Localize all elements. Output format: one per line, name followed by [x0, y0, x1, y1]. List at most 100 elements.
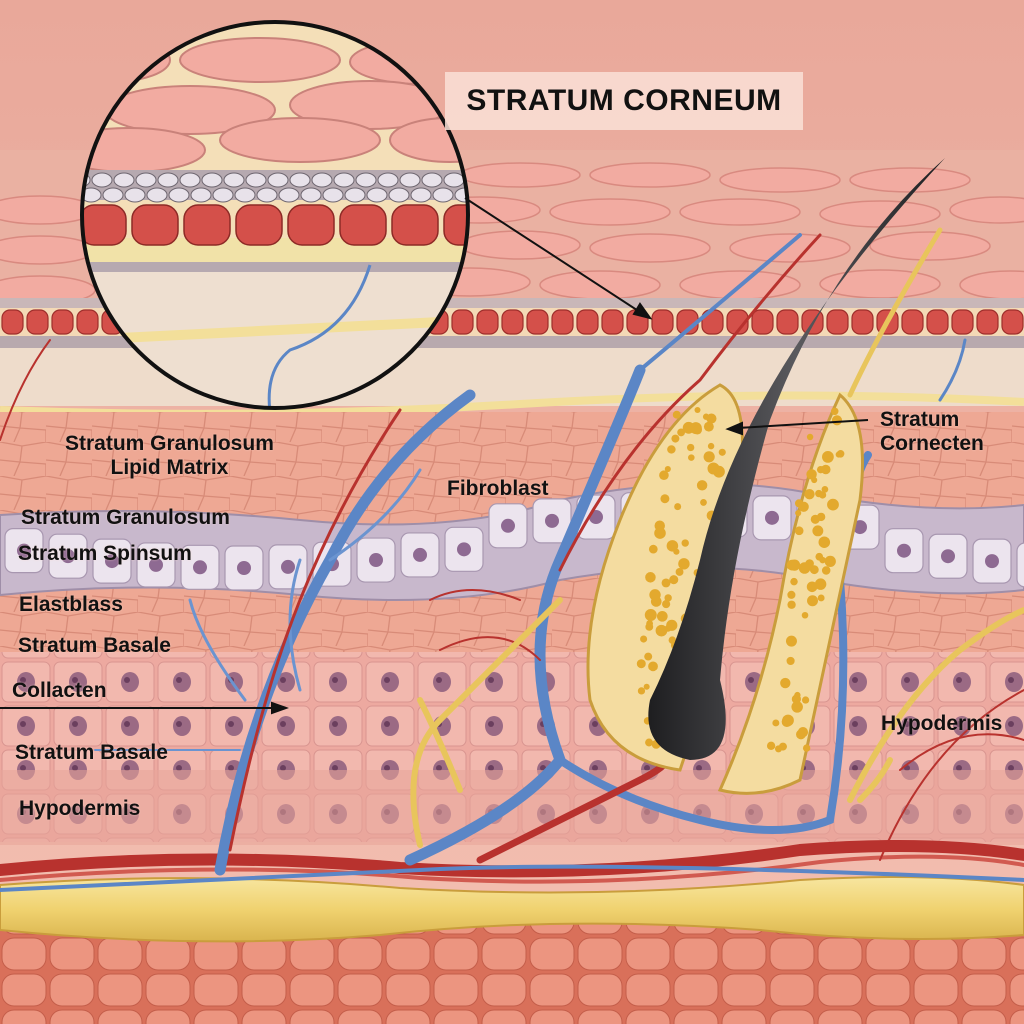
- label-fibroblast: Fibroblast: [447, 477, 549, 500]
- cell: [666, 540, 679, 552]
- cell: [822, 451, 834, 463]
- cell: [399, 172, 421, 188]
- cell: [798, 501, 809, 512]
- cell: [643, 683, 650, 690]
- cell: [61, 549, 75, 564]
- cell: [785, 635, 797, 647]
- leader-lines: [0, 197, 869, 715]
- cell: [814, 578, 827, 590]
- cell: [1, 309, 24, 335]
- cell: [666, 619, 678, 631]
- cell: [780, 677, 791, 689]
- cell: [791, 701, 803, 713]
- fat-band: [0, 875, 1024, 943]
- cell: [835, 451, 842, 458]
- cell: [941, 549, 955, 564]
- cell: [26, 309, 49, 335]
- cell: [751, 309, 774, 335]
- cell: [322, 187, 344, 203]
- cell: [812, 525, 824, 537]
- cell: [645, 572, 656, 583]
- cell: [183, 204, 231, 246]
- cell: [831, 415, 843, 426]
- cell: [300, 187, 322, 203]
- cell: [817, 594, 825, 602]
- cell: [818, 536, 831, 548]
- cell: [707, 462, 720, 475]
- cell: [645, 622, 654, 631]
- cell: [678, 558, 690, 570]
- cell: [806, 469, 817, 480]
- cell: [802, 744, 811, 752]
- cell: [688, 454, 695, 461]
- cell: [355, 172, 377, 188]
- cell: [644, 652, 653, 661]
- cell: [1001, 309, 1024, 335]
- cell: [765, 510, 779, 525]
- cell: [654, 520, 665, 531]
- cell: [821, 464, 831, 475]
- cell: [256, 187, 278, 203]
- cell: [655, 624, 668, 637]
- cell: [391, 204, 439, 246]
- cell: [897, 543, 911, 558]
- cell: [671, 434, 680, 443]
- cell: [339, 204, 387, 246]
- cell: [124, 187, 146, 203]
- cell: [772, 719, 780, 727]
- label-elastblass: Elastblass: [19, 593, 123, 616]
- cell: [667, 445, 676, 454]
- cell: [726, 309, 749, 335]
- cell: [766, 741, 776, 750]
- cell: [976, 309, 999, 335]
- cell: [457, 542, 471, 557]
- cell: [790, 577, 798, 586]
- cell: [51, 309, 74, 335]
- cell: [168, 187, 190, 203]
- cell: [235, 204, 283, 246]
- cell: [774, 745, 783, 753]
- cell: [237, 560, 251, 575]
- cell: [651, 309, 674, 335]
- cell: [190, 187, 212, 203]
- cell: [179, 172, 201, 188]
- cell: [675, 568, 684, 576]
- cell: [113, 172, 135, 188]
- cell: [388, 187, 410, 203]
- cell: [805, 564, 813, 571]
- cell: [576, 309, 599, 335]
- cell: [801, 696, 810, 704]
- cell: [267, 172, 289, 188]
- cell: [644, 609, 657, 621]
- cell: [810, 514, 820, 524]
- cell: [853, 520, 867, 535]
- cell: [819, 556, 826, 564]
- cell: [827, 498, 839, 511]
- cell: [421, 172, 443, 188]
- cell: [212, 187, 234, 203]
- cell: [648, 661, 658, 672]
- cell: [926, 309, 949, 335]
- title: STRATUM CORNEUM: [466, 84, 782, 117]
- cell: [82, 204, 127, 246]
- cell: [76, 309, 99, 335]
- cell: [786, 559, 798, 571]
- label-stratum-basale-1: Stratum Basale: [18, 634, 171, 657]
- cell: [677, 428, 686, 437]
- cell: [501, 518, 515, 533]
- cell: [787, 600, 796, 609]
- cell: [149, 557, 163, 572]
- nerves: [410, 227, 1024, 848]
- cell: [311, 172, 333, 188]
- cell: [776, 309, 799, 335]
- label-stratum-cornecten: Stratum Cornecten: [880, 408, 984, 456]
- cell: [672, 410, 681, 419]
- cell: [807, 595, 819, 607]
- label-stratum-spinsum: Stratum Spinsum: [18, 542, 192, 565]
- cell: [686, 443, 695, 452]
- cell: [795, 509, 802, 517]
- label-hypodermis-left: Hypodermis: [19, 797, 141, 820]
- cell: [637, 687, 646, 695]
- cell: [660, 494, 670, 504]
